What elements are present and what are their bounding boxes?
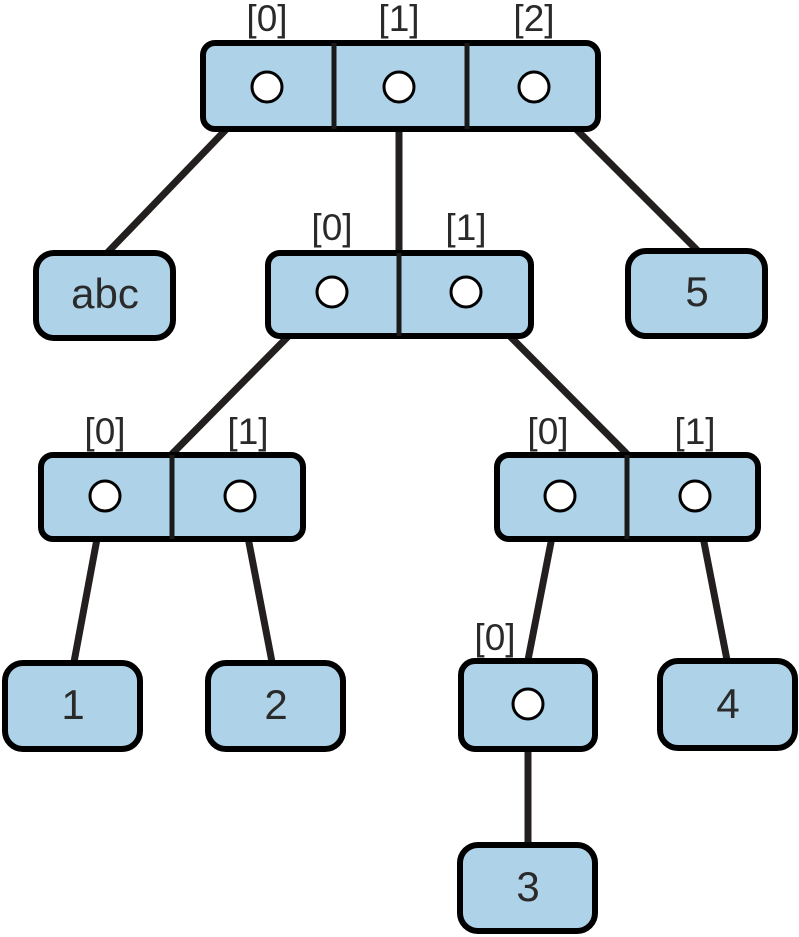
leaf-1-box[interactable] xyxy=(2,660,143,752)
root-array-index-label-0: [0] xyxy=(246,0,287,39)
leaf-5-box[interactable] xyxy=(625,248,768,339)
left-array[interactable]: [0] [1] xyxy=(38,411,306,542)
leaf-5[interactable]: 5 xyxy=(625,248,768,339)
leaf-abc-box[interactable] xyxy=(33,250,176,341)
leaf-2-box[interactable] xyxy=(205,660,346,752)
inner-array-index-label-0: [0] xyxy=(474,617,515,658)
leaf-3-value: 3 xyxy=(516,863,539,910)
left-array-cell-1-pointer-dot[interactable] xyxy=(223,479,257,513)
middle-array-cell-0-pointer-dot[interactable] xyxy=(315,275,349,309)
right-array-index-label-0: [0] xyxy=(527,411,568,452)
root-array[interactable]: [0] [1] [2] xyxy=(200,0,601,132)
right-array-index-label-1: [1] xyxy=(674,411,715,452)
leaf-3-box[interactable] xyxy=(457,842,598,934)
leaf-1-value: 1 xyxy=(61,681,84,728)
root-array-index-label-1: [1] xyxy=(378,0,419,39)
leaf-4-box[interactable] xyxy=(657,658,798,751)
root-array-index-label-2: [2] xyxy=(513,0,554,39)
root-array-cell-0-pointer-dot[interactable] xyxy=(250,70,284,104)
left-array-cell-0-pointer-dot[interactable] xyxy=(88,479,122,513)
leaf-2-value: 2 xyxy=(264,681,287,728)
leaf-abc[interactable]: abc xyxy=(33,250,176,341)
leaf-1[interactable]: 1 xyxy=(2,660,143,752)
right-array[interactable]: [0] [1] xyxy=(494,411,761,542)
right-array-cell-1-pointer-dot[interactable] xyxy=(678,479,712,513)
middle-array[interactable]: [0] [1] xyxy=(265,207,534,339)
root-array-cell-2-pointer-dot[interactable] xyxy=(517,70,551,104)
root-array-cell-1-pointer-dot[interactable] xyxy=(382,70,416,104)
middle-array-index-label-1: [1] xyxy=(445,207,486,248)
leaf-2[interactable]: 2 xyxy=(205,660,346,752)
leaf-3[interactable]: 3 xyxy=(457,842,598,934)
leaf-4-value: 4 xyxy=(716,680,739,727)
inner-array[interactable]: [0] xyxy=(458,617,598,752)
leaf-abc-value: abc xyxy=(71,270,139,317)
leaf-5-value: 5 xyxy=(685,268,708,315)
middle-array-index-label-0: [0] xyxy=(311,207,352,248)
middle-array-cell-1-pointer-dot[interactable] xyxy=(449,275,483,309)
leaf-4[interactable]: 4 xyxy=(657,658,798,751)
right-array-cell-0-pointer-dot[interactable] xyxy=(543,479,577,513)
inner-array-cell-0-pointer-dot[interactable] xyxy=(511,687,545,721)
left-array-index-label-1: [1] xyxy=(227,411,268,452)
left-array-index-label-0: [0] xyxy=(84,411,125,452)
